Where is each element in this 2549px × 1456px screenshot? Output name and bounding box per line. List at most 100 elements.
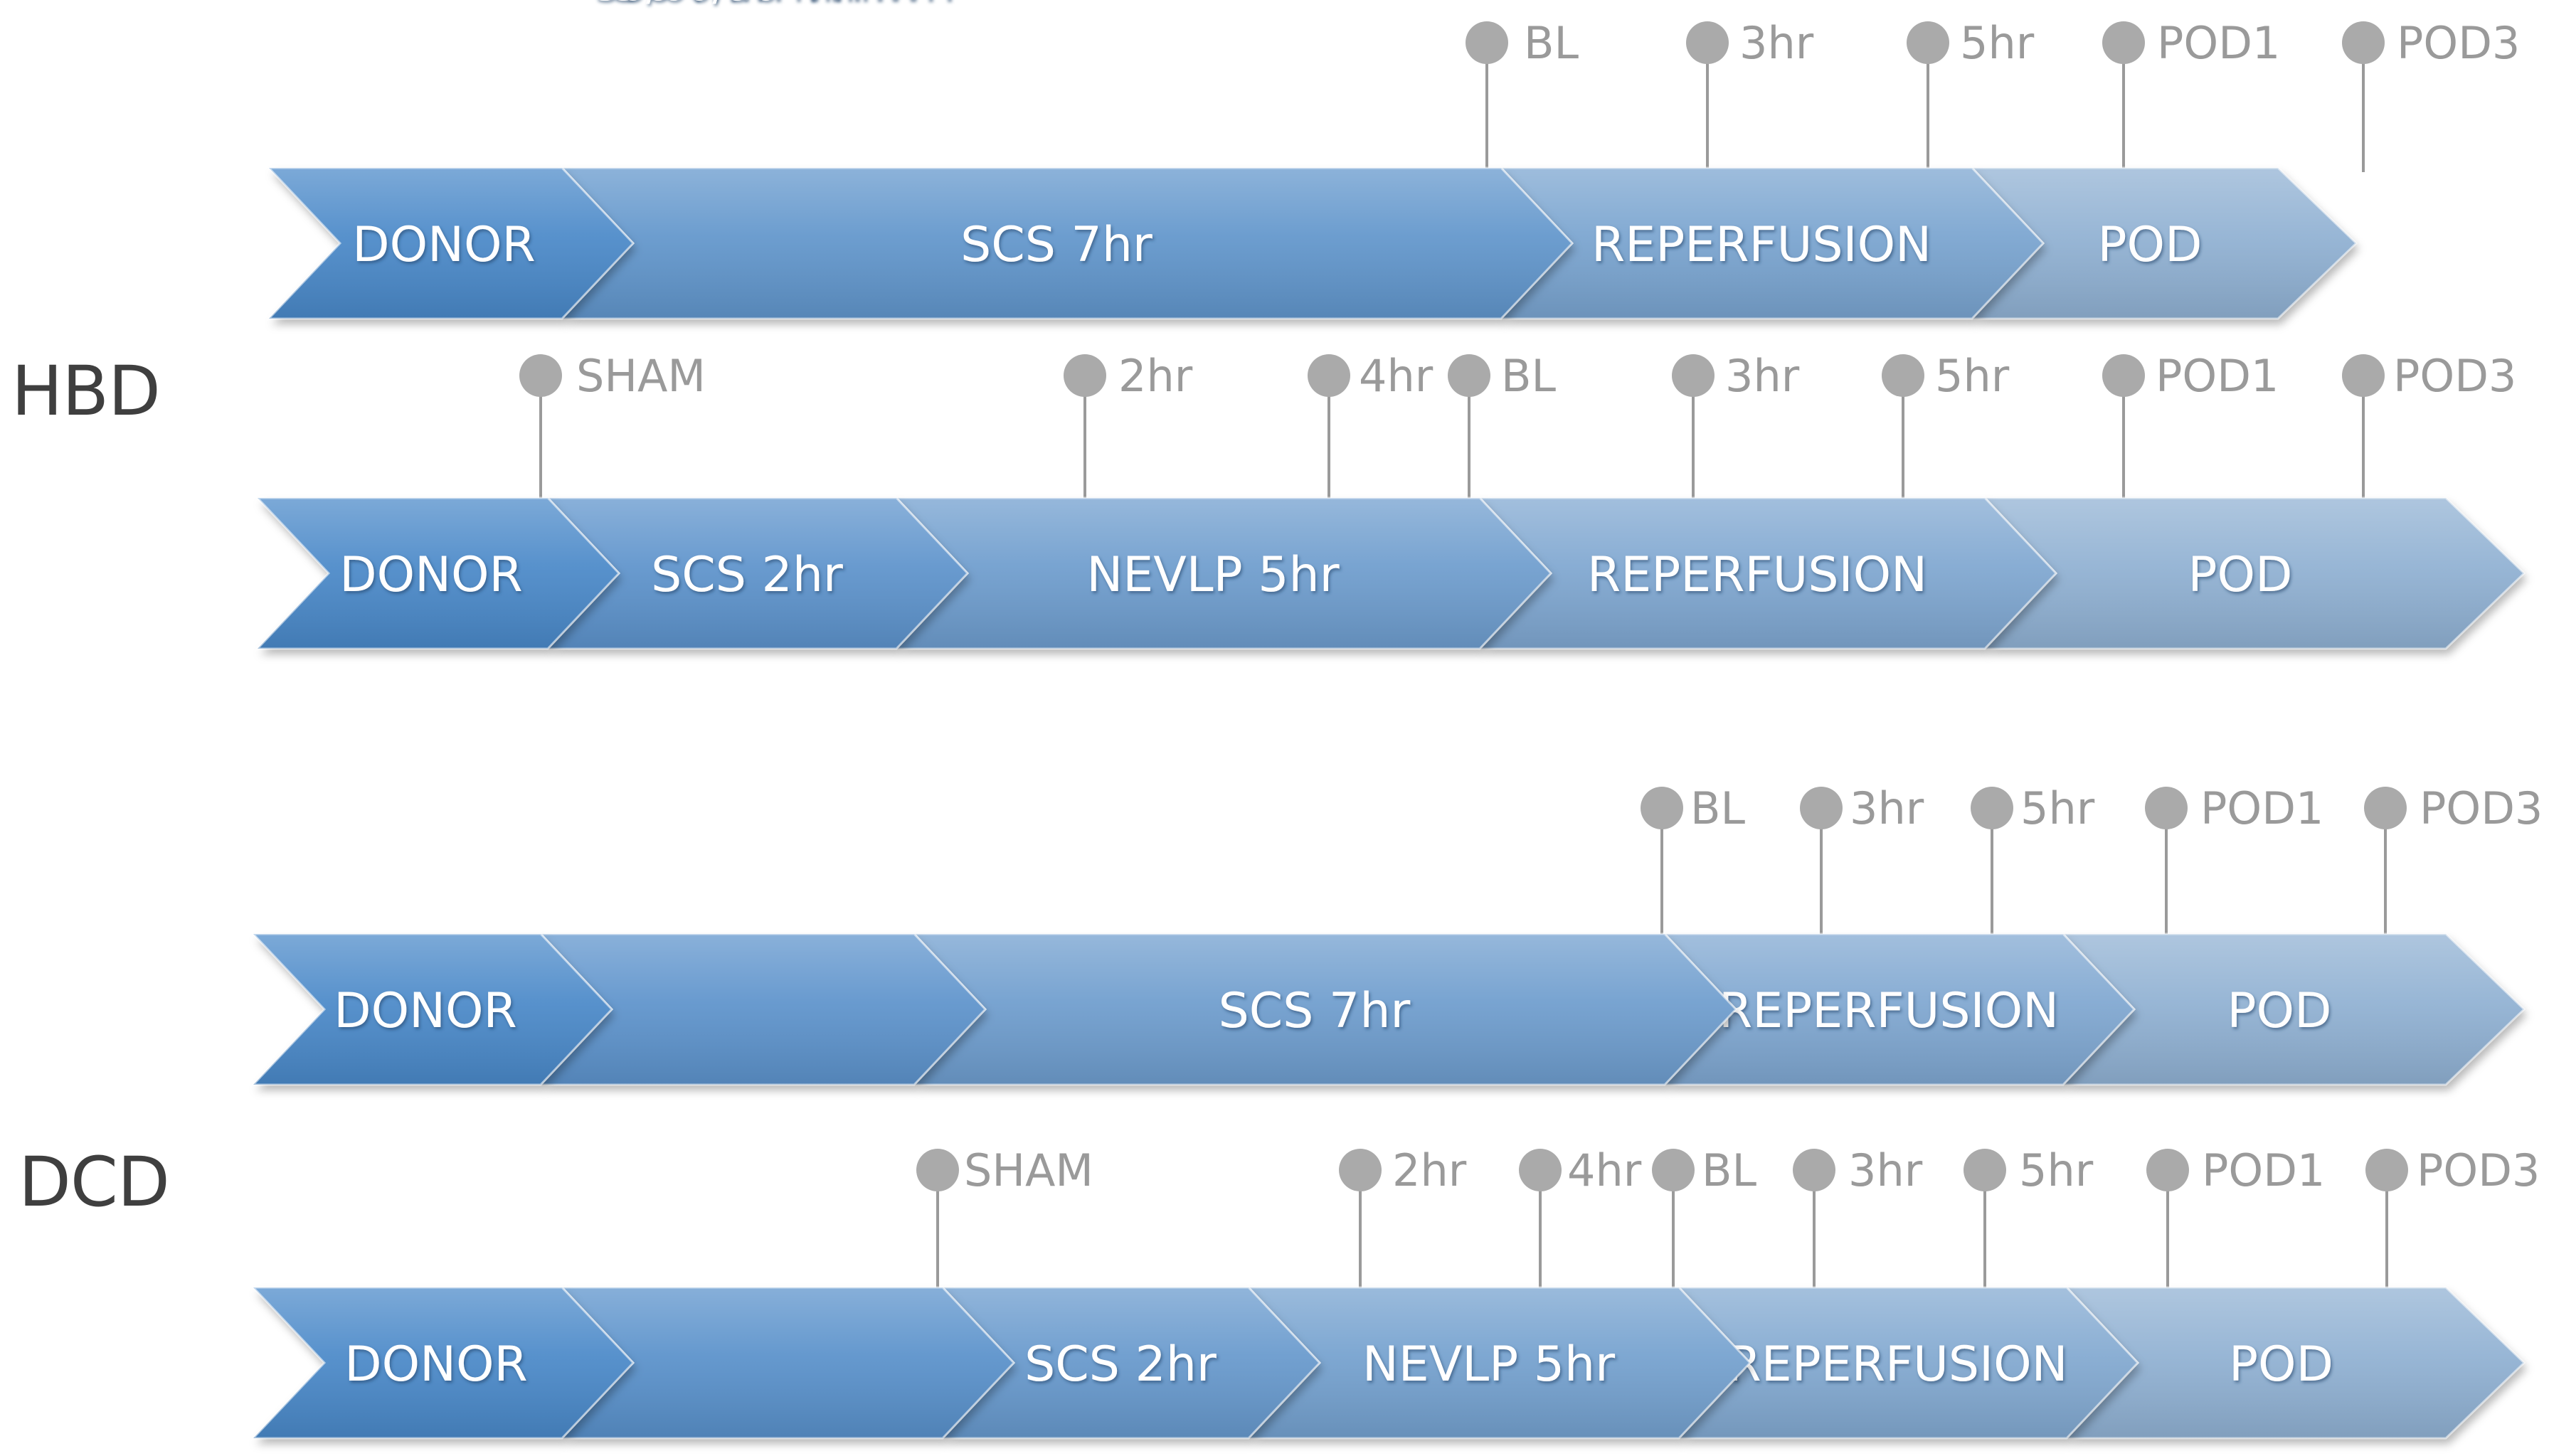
timepoint-dot <box>1882 354 1924 397</box>
stage-segment: POD <box>1982 496 2526 650</box>
timepoint-marker: BL <box>1652 1144 1757 1292</box>
stage-label: REPERFUSION <box>1719 983 2059 1039</box>
timepoint-label: 3hr <box>1848 1144 1923 1196</box>
timepoint-label: POD1 <box>2200 782 2323 834</box>
timepoint-marker: BL <box>1448 350 1557 502</box>
timepoint-marker: POD3 <box>2365 1144 2540 1292</box>
stage-label: DONOR <box>344 1337 528 1393</box>
stage-segment: REPERFUSION <box>1477 496 2058 650</box>
group-label-dcd: DCD <box>18 1142 170 1222</box>
timepoint-label: 2hr <box>1392 1144 1467 1196</box>
stage-segment: POD <box>2064 1286 2526 1440</box>
timepoint-label: POD1 <box>2157 17 2280 69</box>
timepoint-marker: 3hr <box>1793 1144 1923 1292</box>
group-label-hbd: HBD <box>11 351 161 431</box>
timepoint-marker: POD1 <box>2102 17 2280 172</box>
timepoint-label: BL <box>1501 350 1557 402</box>
timepoint-label: POD3 <box>2420 782 2543 834</box>
timepoint-marker: 2hr <box>1339 1144 1467 1292</box>
timepoint-dot <box>2146 1149 2189 1191</box>
timepoint-label: POD3 <box>2397 17 2520 69</box>
timepoint-dot <box>1793 1149 1835 1191</box>
timepoint-dot <box>1466 21 1508 64</box>
timepoint-dot <box>1971 787 2013 829</box>
timepoint-marker: POD1 <box>2146 1144 2325 1292</box>
timepoint-marker: 5hr <box>1964 1144 2094 1292</box>
timepoint-marker: SHAM <box>916 1144 1093 1292</box>
stage-segment: POD <box>2060 932 2526 1086</box>
stage-segment: DONOR <box>250 932 614 1086</box>
timepoint-dot <box>2342 354 2385 397</box>
stage-label: SCS 2hr <box>651 547 843 603</box>
timepoint-marker: 5hr <box>1971 782 2095 938</box>
timepoint-dot <box>2145 787 2188 829</box>
stage-label: REPERFUSION <box>1728 1337 2068 1393</box>
timepoint-label: BL <box>1524 17 1579 69</box>
stage-segment: REPERFUSION <box>1676 1286 2140 1440</box>
stage-label: POD <box>2229 1337 2333 1393</box>
timepoint-marker: 3hr <box>1686 17 1814 172</box>
timepoint-label: POD1 <box>2202 1144 2325 1196</box>
timepoint-dot <box>2365 1149 2408 1191</box>
stage-arrow-highlight <box>255 496 621 650</box>
stage-segment: POD <box>1969 166 2358 320</box>
timepoint-dot <box>1064 354 1106 397</box>
timepoint-label: BL <box>1690 782 1746 834</box>
timepoint-label: 2hr <box>1118 350 1193 402</box>
timepoint-marker: POD3 <box>2364 782 2543 938</box>
timepoint-dot <box>1652 1149 1695 1191</box>
stage-arrow-highlight <box>250 932 614 1086</box>
stage-label: POD <box>2227 983 2332 1039</box>
timepoint-dot <box>1907 21 1949 64</box>
stage-label: SCS 7hr <box>960 217 1152 273</box>
timepoint-label: 4hr <box>1359 350 1434 402</box>
timepoint-dot <box>2102 354 2145 397</box>
timepoint-marker: BL <box>1641 782 1746 938</box>
timepoint-marker: 2hr <box>1064 350 1193 502</box>
stage-arrow-highlight <box>250 1286 635 1440</box>
stage-label: NEVLP 5hr <box>1086 547 1339 603</box>
stage-arrow-highlight <box>266 166 635 320</box>
timepoint-dot <box>519 354 562 397</box>
timepoint-label: 5hr <box>2019 1144 2094 1196</box>
row-0-1: SHAM 2hr 4hr BL 3hr 5hr POD1 POD3PODREPERFUSION… <box>255 350 2526 650</box>
stage-segment: NEVLP 5hr <box>894 496 1553 650</box>
timepoint-marker: 5hr <box>1907 17 2035 172</box>
stage-segment: SCS 7hr <box>559 166 1574 320</box>
stage-segment: DONOR <box>250 1286 635 1440</box>
stage-segment: 30/60/90 min WIT <box>559 0 1016 1440</box>
timepoint-marker: 4hr <box>1519 1144 1642 1292</box>
timepoint-dot <box>1672 354 1715 397</box>
stage-label: POD <box>2098 217 2203 273</box>
timepoint-label: 3hr <box>1739 17 1814 69</box>
stage-label: 30 min WIT <box>610 0 894 12</box>
timepoint-dot <box>1339 1149 1382 1191</box>
timepoint-label: POD1 <box>2156 350 2279 402</box>
timepoint-label: 3hr <box>1850 782 1924 834</box>
timepoint-label: POD3 <box>2393 350 2516 402</box>
timepoint-label: 5hr <box>2020 782 2095 834</box>
timepoint-label: BL <box>1702 1144 1757 1196</box>
stage-segment: SCS 2hr <box>940 1286 1322 1440</box>
timepoint-label: 4hr <box>1567 1144 1642 1196</box>
stage-label: 30/60/90 min WIT <box>593 0 961 10</box>
stage-segment: NEVLP 5hr <box>1246 1286 1752 1440</box>
stage-label: DONOR <box>352 217 536 273</box>
stage-label: DONOR <box>334 983 517 1039</box>
timepoint-dot <box>1964 1149 2006 1191</box>
timepoint-marker: SHAM <box>519 350 706 502</box>
timepoint-marker: BL <box>1466 17 1579 172</box>
timepoint-label: 3hr <box>1725 350 1800 402</box>
timepoint-dot <box>1448 354 1490 397</box>
timepoint-dot <box>1519 1149 1562 1191</box>
timepoint-marker: POD3 <box>2342 350 2516 502</box>
timepoint-marker: 3hr <box>1672 350 1800 502</box>
stage-segment: DONOR <box>266 166 635 320</box>
timepoint-label: SHAM <box>576 350 706 402</box>
timepoint-marker: 5hr <box>1882 350 2010 502</box>
